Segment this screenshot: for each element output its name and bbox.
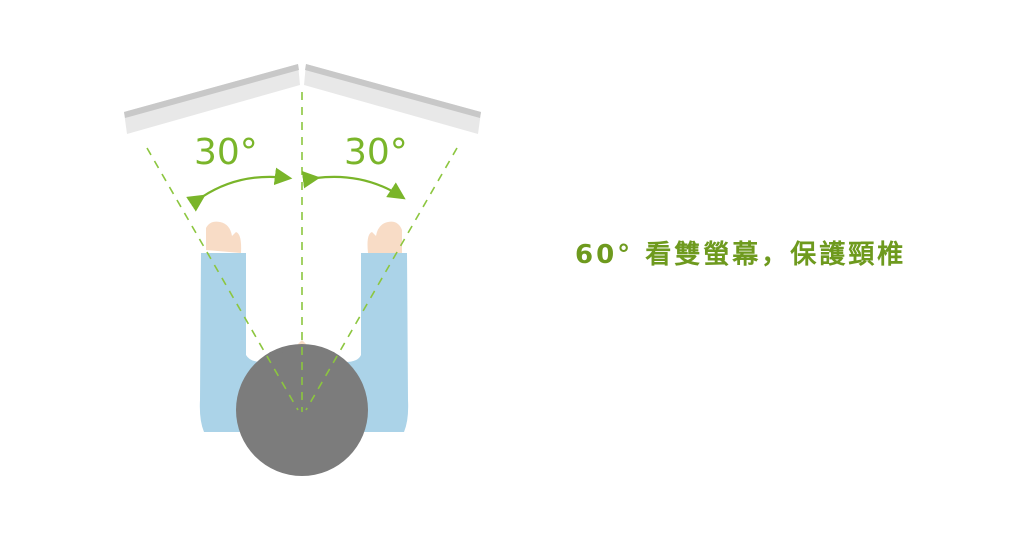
right-sight-line [305,147,458,411]
right-angle-label: 30° [344,132,408,173]
left-angle-arrow [186,167,293,212]
left-sight-line [146,147,299,411]
caption-text: 60° 看雙螢幕，保護頸椎 [575,240,907,270]
right-monitor [304,64,481,134]
sight-lines [146,92,458,412]
left-monitor [124,64,300,134]
left-angle-label: 30° [194,132,258,173]
right-angle-arrow [301,170,406,200]
